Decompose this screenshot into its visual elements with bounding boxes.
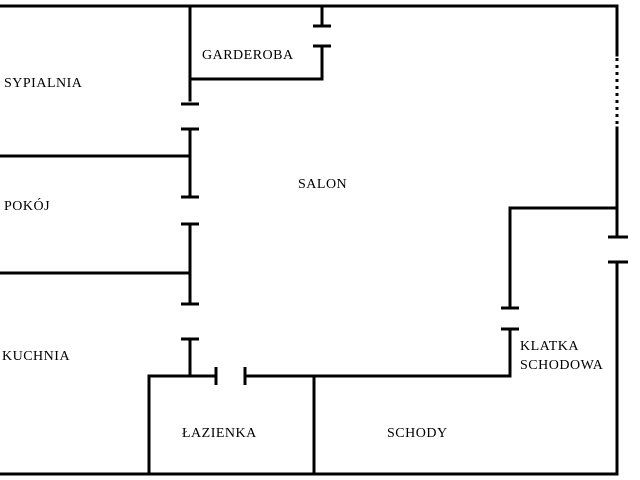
room-labels: SYPIALNIA GARDEROBA POKÓJ SALON KUCHNIA …: [2, 48, 604, 441]
walls: [0, 4, 628, 476]
label-klatka-line1: KLATKA: [520, 339, 579, 354]
label-klatka-line2: SCHODOWA: [520, 358, 604, 373]
label-kuchnia: KUCHNIA: [2, 349, 70, 364]
label-pokoj: POKÓJ: [4, 197, 50, 214]
label-sypialnia: SYPIALNIA: [4, 76, 83, 91]
label-garderoba: GARDEROBA: [202, 48, 294, 63]
label-lazienka: ŁAZIENKA: [182, 426, 257, 441]
label-salon: SALON: [298, 177, 347, 192]
label-schody: SCHODY: [387, 426, 448, 441]
